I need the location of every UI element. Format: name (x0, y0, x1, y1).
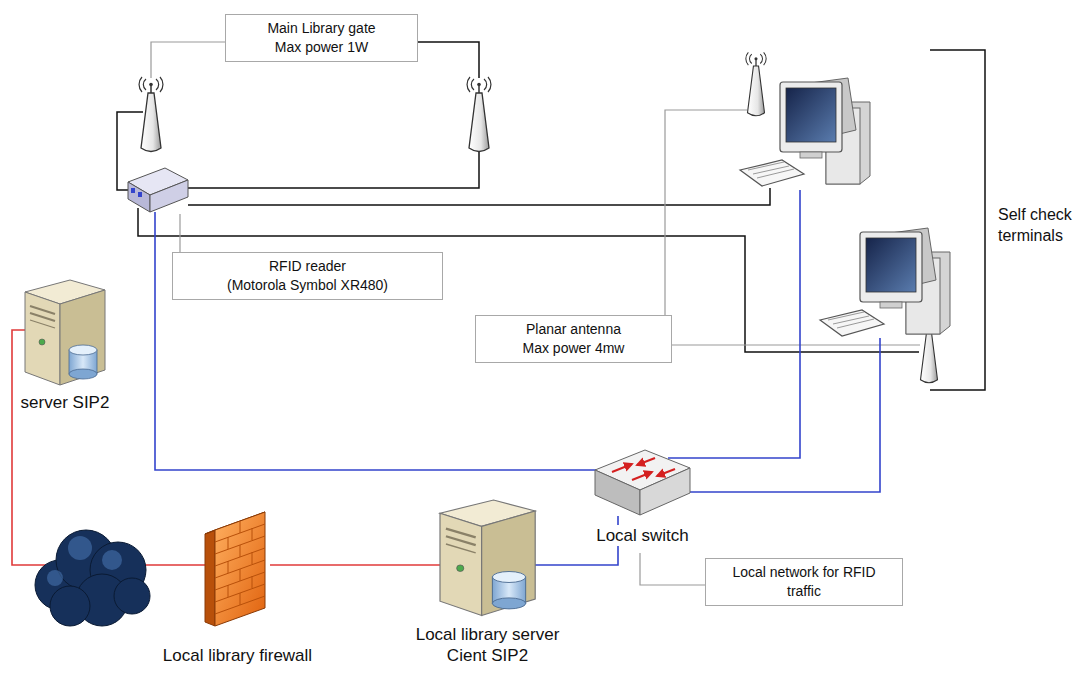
node-text: Cient SIP2 (414, 645, 562, 666)
node-text: Local switch (594, 525, 691, 546)
network-link (270, 564, 440, 566)
callout-box: RFID reader(Motorola Symbol XR480) (172, 252, 443, 300)
firewall-node: Local library firewall (205, 512, 270, 626)
icon-caption: Local switch (594, 525, 691, 546)
node-text: Planar antenna (486, 320, 661, 339)
switch-node: Local switch (595, 448, 690, 516)
server-node: server SIP2 (25, 280, 105, 385)
callout-box: Local network for RFID traffic (705, 558, 903, 606)
node-text: Max power 4mw (486, 339, 661, 358)
node-text: Local library server (414, 624, 562, 645)
server-node: Local library serverCient SIP2 (440, 500, 535, 615)
node-text: Max power 1W (236, 38, 407, 57)
node-text: Local library firewall (161, 645, 314, 666)
callout-box: Planar antennaMax power 4mw (475, 315, 672, 363)
node-text: RFID reader (183, 257, 432, 276)
node-text: Main Library gate (236, 19, 407, 38)
group-label: Self check terminals (998, 205, 1076, 247)
node-text: Local network for RFID traffic (716, 563, 892, 601)
node-text: server SIP2 (19, 392, 112, 413)
icon-caption: Local library firewall (161, 645, 314, 666)
icon-caption: server SIP2 (19, 392, 112, 413)
icon-caption: Local library serverCient SIP2 (414, 624, 562, 666)
node-text: (Motorola Symbol XR480) (183, 276, 432, 295)
callout-box: Main Library gateMax power 1W (225, 14, 418, 62)
